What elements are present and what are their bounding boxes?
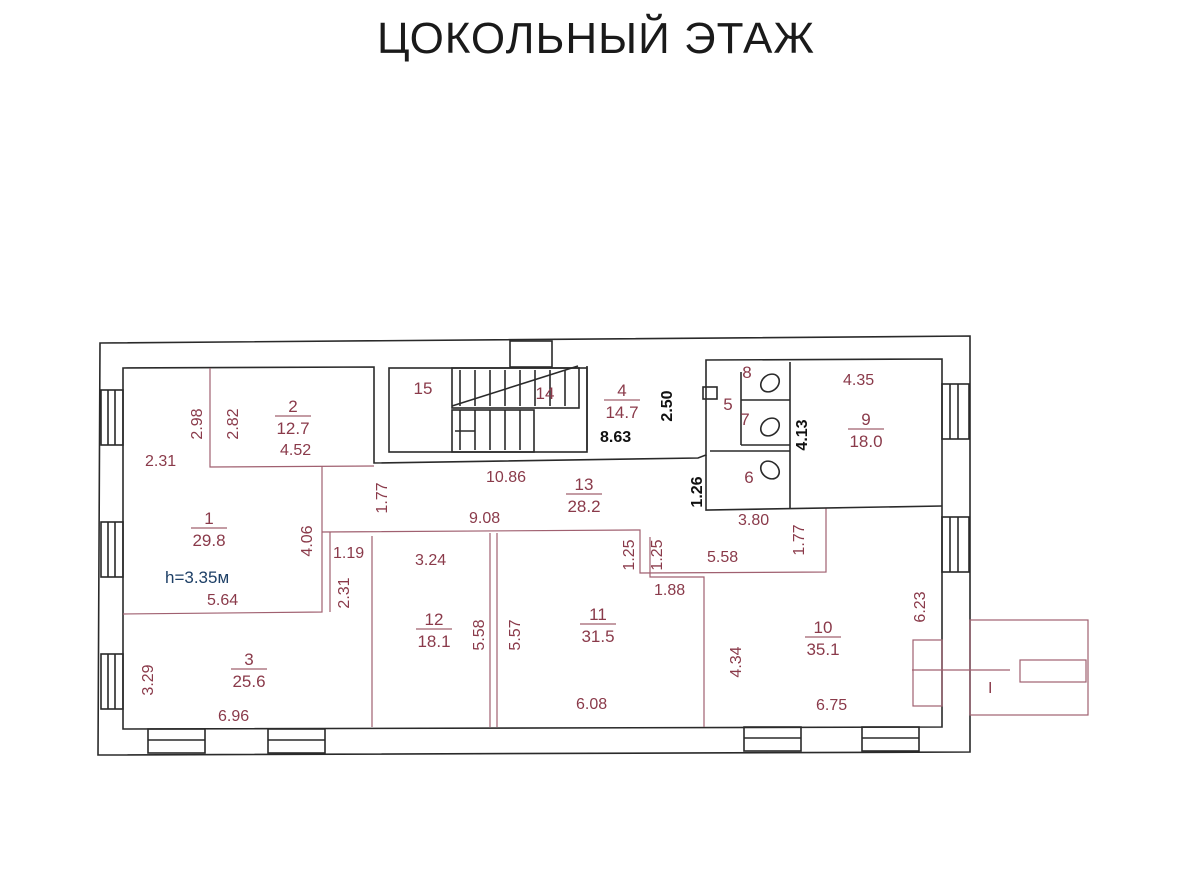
room-area: 31.5: [581, 627, 614, 646]
dimension-label: 5.58: [707, 549, 738, 566]
dimension-label: 9.08: [469, 510, 500, 527]
outer-walls: [97, 335, 971, 756]
dimension-label: 4.52: [280, 442, 311, 459]
room-number: 8: [742, 363, 751, 382]
dimension-label: 4.34: [728, 646, 745, 677]
room-number: 6: [744, 468, 753, 487]
room-area: 18.1: [417, 632, 450, 651]
room-area: 25.6: [232, 672, 265, 691]
dimension-label: 6.23: [912, 591, 929, 622]
staircase: [388, 365, 588, 453]
room-number: 2: [288, 397, 297, 416]
dimension-label: 1.88: [654, 582, 685, 599]
room-area: 28.2: [567, 497, 600, 516]
dimension-label: 1.19: [333, 545, 364, 562]
dimension-label: 2.82: [225, 408, 242, 439]
room-number: 15: [414, 379, 433, 398]
dimension-label: 5.58: [471, 619, 488, 650]
dimension-label: 2.31: [336, 577, 353, 608]
room-number: 10: [814, 618, 833, 637]
dimension-label: 2.50: [659, 390, 676, 421]
room-number: 11: [589, 605, 607, 624]
dimension-label: 6.75: [816, 697, 847, 714]
room-number: 13: [575, 475, 594, 494]
dimension-label: 8.63: [600, 429, 631, 446]
entrance-mark: I: [988, 680, 992, 697]
entrance-stairs: I: [912, 619, 1089, 716]
dimension-label: 5.64: [207, 592, 238, 609]
room-number: 9: [861, 410, 870, 429]
dimension-label: 6.08: [576, 696, 607, 713]
dimension-label: 4.13: [794, 419, 811, 450]
dimension-label: 1.77: [791, 524, 808, 555]
dimension-labels: 2.31 2.98 2.82 4.52 10.86 1.77 9.08 4.06 1.19 2.3…: [140, 372, 929, 725]
room-number: 7: [740, 410, 749, 429]
room-labels: 1 29.8 2 12.7 3 25.6 4 14.7 5 6 7 8 9 18.0 10 35.1 11 31.…: [191, 363, 884, 691]
room-area: 29.8: [192, 531, 225, 550]
toilet-fixtures: [702, 373, 781, 480]
ceiling-height-note: h=3.35м: [165, 568, 229, 587]
room-number: 3: [244, 650, 253, 669]
dimension-label: 2.98: [189, 408, 206, 439]
dimension-label: 3.80: [738, 512, 769, 529]
room-number: 12: [425, 610, 444, 629]
dimension-label: 4.35: [843, 372, 874, 389]
room-area: 12.7: [276, 419, 309, 438]
floor-title: ЦОКОЛЬНЫЙ ЭТАЖ: [376, 14, 815, 63]
dimension-label: 1.25: [621, 539, 638, 570]
room-area: 14.7: [605, 403, 638, 422]
room-number: 1: [204, 509, 213, 528]
windows: [100, 383, 970, 754]
room-number: 5: [723, 395, 732, 414]
dimension-label: 1.25: [649, 539, 666, 570]
room-area: 18.0: [849, 432, 882, 451]
dimension-label: 3.29: [140, 664, 157, 695]
dimension-label: 1.26: [689, 476, 706, 507]
dimension-label: 10.86: [486, 469, 526, 486]
dimension-label: 4.06: [299, 525, 316, 556]
dimension-label: 5.57: [507, 619, 524, 650]
dimension-label: 3.24: [415, 552, 446, 569]
room-number: 4: [617, 381, 626, 400]
room-area: 35.1: [806, 640, 839, 659]
dimension-label: 1.77: [374, 482, 391, 513]
room-number: 14: [536, 384, 555, 403]
dimension-label: 6.96: [218, 708, 249, 725]
dimension-label: 2.31: [145, 453, 176, 470]
